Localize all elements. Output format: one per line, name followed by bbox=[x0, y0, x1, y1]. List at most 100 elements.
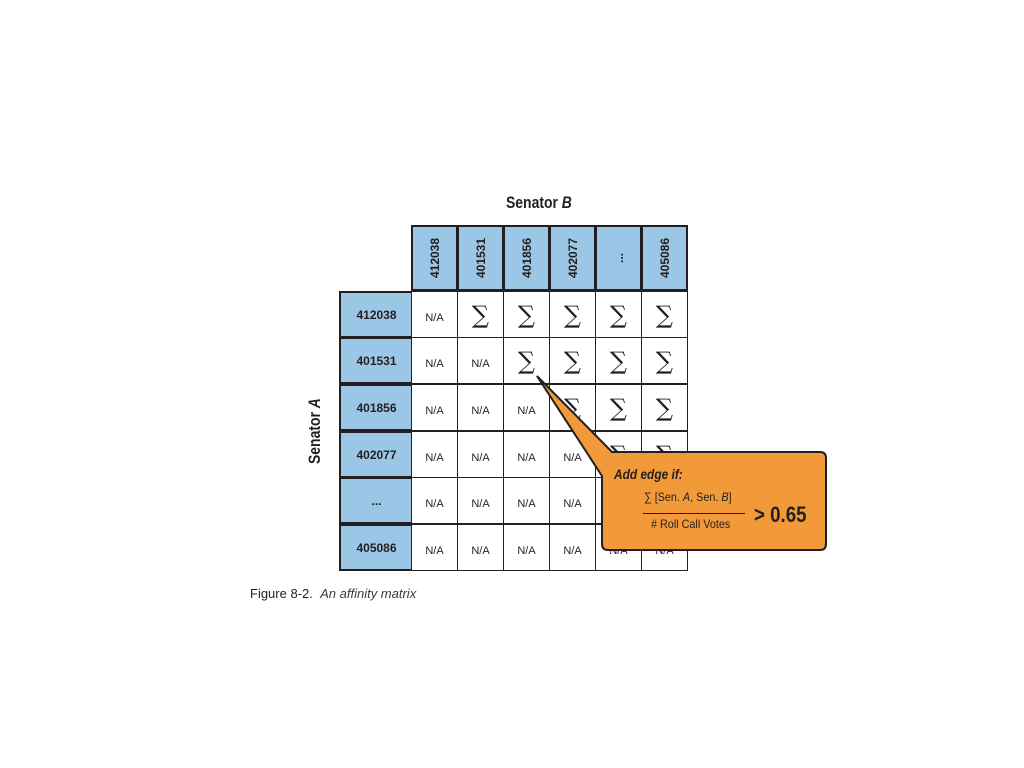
numerator-prefix: ∑ [Sen. bbox=[644, 490, 683, 504]
figure-title: An affinity matrix bbox=[320, 586, 417, 601]
sigma-symbol: ∑ bbox=[563, 300, 582, 329]
na-value: N/A bbox=[517, 497, 536, 510]
matrix-cell: N/A bbox=[549, 524, 596, 571]
matrix-cell: N/A bbox=[503, 384, 550, 431]
matrix-cell: N/A bbox=[595, 477, 642, 524]
sigma-symbol: ∑ bbox=[655, 300, 674, 329]
callout-threshold: > 0.65 bbox=[754, 502, 807, 527]
na-value: N/A bbox=[425, 357, 444, 370]
matrix-cell: N/A bbox=[503, 524, 550, 571]
na-value: N/A bbox=[517, 404, 536, 417]
na-value: N/A bbox=[425, 311, 444, 324]
na-value: N/A bbox=[563, 451, 582, 464]
row-header-label: 412038 bbox=[356, 307, 397, 322]
sigma-symbol: ∑ bbox=[609, 300, 628, 329]
column-header: 401531 bbox=[457, 225, 504, 291]
callout-title: Add edge if: bbox=[614, 466, 683, 482]
na-value: N/A bbox=[471, 497, 490, 510]
matrix-cell: N/A bbox=[549, 477, 596, 524]
callout-numerator: ∑ [Sen. A, Sen. B] bbox=[644, 490, 732, 504]
row-header-label: 401856 bbox=[356, 400, 397, 415]
matrix-cell: ∑ bbox=[595, 384, 642, 431]
sigma-symbol: ∑ bbox=[563, 393, 582, 422]
fraction-bar bbox=[643, 513, 745, 514]
matrix-cell: N/A bbox=[549, 431, 596, 478]
na-value: N/A bbox=[425, 544, 444, 557]
na-value: N/A bbox=[563, 544, 582, 557]
sigma-symbol: ∑ bbox=[471, 300, 490, 329]
sigma-symbol: ∑ bbox=[609, 393, 628, 422]
column-header: 412038 bbox=[411, 225, 458, 291]
numerator-b: B bbox=[721, 490, 729, 504]
row-header: 405086 bbox=[339, 524, 414, 571]
column-header-label: 401531 bbox=[473, 237, 488, 279]
na-value: N/A bbox=[425, 451, 444, 464]
callout-denominator: # Roll Call Votes bbox=[651, 517, 731, 531]
sigma-symbol: ∑ bbox=[517, 300, 536, 329]
numerator-suffix: ] bbox=[728, 490, 732, 504]
axis-title-senator-b: Senator B bbox=[506, 193, 572, 213]
matrix-cell: N/A bbox=[411, 477, 458, 524]
na-value: N/A bbox=[425, 404, 444, 417]
axis-title-a-prefix: Senator bbox=[305, 408, 324, 464]
row-header-label: 401531 bbox=[356, 353, 397, 368]
matrix-cell: ∑ bbox=[595, 291, 642, 338]
matrix-cell: ∑ bbox=[641, 337, 688, 384]
matrix-cell: N/A bbox=[457, 477, 504, 524]
row-header: 402077 bbox=[339, 431, 414, 478]
matrix-cell: ∑ bbox=[503, 291, 550, 338]
column-header: ... bbox=[595, 225, 642, 291]
na-value: N/A bbox=[517, 451, 536, 464]
matrix-cell: ∑ bbox=[549, 291, 596, 338]
column-header-label: 402077 bbox=[565, 237, 580, 279]
matrix-cell: N/A bbox=[411, 291, 458, 338]
sigma-symbol: ∑ bbox=[655, 440, 674, 469]
matrix-cell: ∑ bbox=[595, 337, 642, 384]
matrix-cell: N/A bbox=[457, 384, 504, 431]
matrix-cell: N/A bbox=[411, 524, 458, 571]
column-header: 401856 bbox=[503, 225, 550, 291]
column-header-label: 401856 bbox=[519, 237, 534, 279]
matrix-cell: ∑ bbox=[641, 291, 688, 338]
matrix-cell: ∑ bbox=[503, 337, 550, 384]
axis-title-senator-a: Senator A bbox=[305, 398, 325, 464]
row-header: 401856 bbox=[339, 384, 414, 431]
na-value: N/A bbox=[609, 497, 628, 510]
row-header-label: 405086 bbox=[356, 540, 397, 555]
numerator-a: A bbox=[682, 490, 691, 504]
matrix-cell: ∑ bbox=[549, 337, 596, 384]
column-header-label: ... bbox=[611, 252, 626, 264]
column-header: 402077 bbox=[549, 225, 596, 291]
sigma-symbol: ∑ bbox=[609, 346, 628, 375]
sigma-symbol: ∑ bbox=[655, 393, 674, 422]
row-header-label: 402077 bbox=[356, 447, 397, 462]
na-value: N/A bbox=[471, 404, 490, 417]
row-header: ... bbox=[339, 477, 414, 524]
matrix-cell: N/A bbox=[503, 431, 550, 478]
numerator-mid: , Sen. bbox=[690, 490, 722, 504]
row-header-label: ... bbox=[371, 493, 382, 508]
na-value: N/A bbox=[655, 544, 674, 557]
sigma-symbol: ∑ bbox=[609, 440, 628, 469]
column-header-label: 412038 bbox=[427, 237, 442, 279]
matrix-cell: N/A bbox=[641, 524, 688, 571]
column-header: 405086 bbox=[641, 225, 688, 291]
matrix-cell: N/A bbox=[457, 524, 504, 571]
matrix-cell: N/A bbox=[411, 384, 458, 431]
axis-title-b-prefix: Senator bbox=[506, 193, 562, 212]
matrix-cell: N/A bbox=[411, 431, 458, 478]
axis-title-a-var: A bbox=[305, 398, 324, 409]
matrix-cell: ∑ bbox=[457, 291, 504, 338]
na-value: N/A bbox=[471, 451, 490, 464]
na-value: N/A bbox=[517, 544, 536, 557]
na-value: N/A bbox=[563, 497, 582, 510]
na-value: N/A bbox=[425, 497, 444, 510]
column-header-label: 405086 bbox=[657, 237, 672, 279]
matrix-cell: N/A bbox=[411, 337, 458, 384]
figure-label: Figure 8-2. bbox=[250, 586, 313, 601]
row-header: 412038 bbox=[339, 291, 414, 338]
na-value: N/A bbox=[471, 357, 490, 370]
matrix-cell: ∑ bbox=[549, 384, 596, 431]
matrix-cell: N/A bbox=[595, 524, 642, 571]
row-header: 401531 bbox=[339, 337, 414, 384]
